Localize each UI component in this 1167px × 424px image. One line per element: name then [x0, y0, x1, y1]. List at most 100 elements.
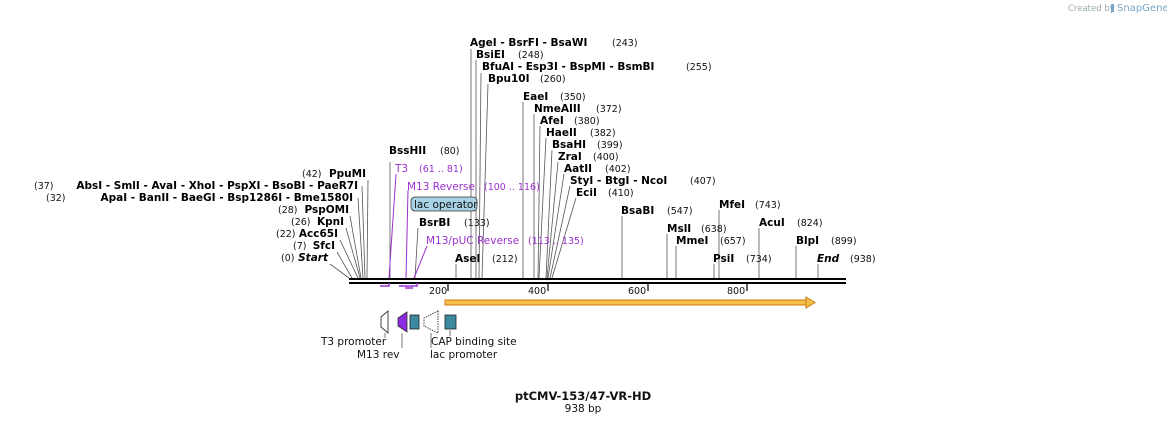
enzyme-position: (734)	[746, 254, 772, 265]
map-title: ptCMV-153/47-VR-HD	[515, 389, 651, 403]
enzyme-label: MfeI	[719, 199, 745, 211]
primer-binding-marks	[380, 283, 418, 289]
enzyme-label: AcuI	[759, 217, 785, 229]
enzyme-position: (938)	[850, 254, 876, 265]
enzyme-label: AseI	[455, 253, 480, 265]
enzyme-position: (260)	[540, 74, 566, 85]
enzyme-position: (255)	[686, 62, 712, 73]
primer-t3-range: (61 .. 81)	[419, 164, 463, 175]
enzyme-position: (243)	[612, 38, 638, 49]
feature-lac-promoter: lac promoter	[430, 349, 498, 361]
feature-m13-rev: M13 rev	[357, 349, 400, 361]
enzyme-position: (372)	[596, 104, 622, 115]
enzyme-position: (80)	[440, 146, 460, 157]
enzyme-label: MmeI	[676, 235, 708, 247]
lac-operator-icon	[409, 314, 420, 330]
enzyme-label: ZraI	[558, 151, 582, 163]
primer-m13puc-reverse-range: (113 .. 135)	[528, 236, 584, 247]
enzyme-position: (42)	[302, 169, 322, 180]
t3-promoter-icon	[380, 310, 389, 334]
enzyme-position: (380)	[574, 116, 600, 127]
enzyme-position: (26)	[291, 217, 311, 228]
m13-rev-icon	[397, 311, 408, 333]
lac-promoter-icon	[423, 310, 439, 334]
enzyme-label: SfcI	[313, 240, 335, 252]
enzyme-position: (133)	[464, 218, 490, 229]
primer-m13puc-reverse-name: M13/pUC Reverse	[426, 235, 519, 247]
enzyme-label: BlpI	[796, 235, 819, 247]
feature-cap-binding-site: CAP binding site	[431, 336, 517, 348]
tick-200: 200	[429, 286, 447, 297]
enzyme-labels: AgeI - BsrFI - BsaWI (243) BsiEI (248)BfuAI…	[34, 37, 876, 265]
enzyme-label: KpnI	[317, 216, 344, 228]
enzyme-label: Start	[298, 252, 329, 264]
feature-leader-lines	[384, 330, 451, 348]
enzyme-position: (382)	[590, 128, 616, 139]
enzyme-label: BsaBI	[621, 205, 654, 217]
enzyme-label: AbsI - SmlI - AvaI - XhoI - PspXI - BsoB…	[76, 180, 358, 192]
enzyme-label: Acc65I	[299, 228, 338, 240]
enzyme-position: (350)	[560, 92, 586, 103]
svg-text:lac operator: lac operator	[414, 199, 478, 211]
enzyme-label: EaeI	[523, 91, 548, 103]
enzyme-position: (22)	[276, 229, 296, 240]
enzyme-label: AfeI	[540, 115, 564, 127]
enzyme-position: (547)	[667, 206, 693, 217]
enzyme-position: (212)	[492, 254, 518, 265]
enzyme-position: (402)	[605, 164, 631, 175]
enzyme-label: NmeAIII	[534, 103, 581, 115]
enzyme-position: (7)	[293, 241, 306, 252]
enzyme-label: Bpu10I	[488, 73, 530, 85]
primer-labels: T3 (61 .. 81) M13 Reverse (100 .. 116) M…	[394, 163, 584, 247]
enzyme-label: BsiEI	[476, 49, 505, 61]
enzyme-label: AgeI - BsrFI - BsaWI	[470, 37, 587, 49]
enzyme-position: (248)	[518, 50, 544, 61]
enzyme-position: (410)	[608, 188, 634, 199]
enzyme-label: PsiI	[713, 253, 734, 265]
enzyme-label: PpuMI	[329, 168, 366, 180]
enzyme-label: HaeII	[546, 127, 577, 139]
enzyme-label: EciI	[576, 187, 597, 199]
map-length: 938 bp	[565, 403, 602, 415]
enzyme-position: (37)	[34, 181, 54, 192]
tick-800: 800	[727, 286, 745, 297]
snapgene-logo-icon	[1111, 4, 1114, 12]
primer-m13-reverse-name: M13 Reverse	[407, 181, 475, 193]
enzyme-position: (743)	[755, 200, 781, 211]
primer-leader-lines	[388, 173, 428, 279]
enzyme-label: PspOMI	[304, 204, 349, 216]
enzyme-position: (400)	[593, 152, 619, 163]
primer-m13-reverse-range: (100 .. 116)	[484, 182, 540, 193]
enzyme-position: (657)	[720, 236, 746, 247]
enzyme-position: (28)	[278, 205, 298, 216]
enzyme-label: BssHII	[389, 145, 426, 157]
enzyme-label: BfuAI - Esp3I - BspMI - BsmBI	[482, 61, 654, 73]
enzyme-position: (0)	[281, 253, 294, 264]
feature-labels: T3 promoter M13 rev lac promoter CAP bin…	[320, 336, 517, 361]
enzyme-label: End	[817, 253, 840, 265]
scale-ticks	[447, 284, 748, 291]
orf-arrow	[444, 296, 816, 309]
enzyme-position: (32)	[46, 193, 66, 204]
enzyme-label: AatII	[564, 163, 592, 175]
tick-400: 400	[528, 286, 546, 297]
tick-600: 600	[628, 286, 646, 297]
enzyme-label: MslI	[667, 223, 691, 235]
enzyme-position: (899)	[831, 236, 857, 247]
enzyme-label: ApaI - BanII - BaeGI - Bsp1286I - Bme158…	[100, 192, 353, 204]
enzyme-position: (638)	[701, 224, 727, 235]
credit-prefix: Created by	[1068, 4, 1115, 14]
lac-operator-label: lac operator	[410, 196, 478, 212]
enzyme-position: (407)	[690, 176, 716, 187]
enzyme-label: BsrBI	[419, 217, 450, 229]
enzyme-label: StyI - BtgI - NcoI	[570, 175, 667, 187]
sequence-backbone	[349, 278, 846, 284]
feature-glyphs	[380, 310, 457, 334]
cap-binding-site-icon	[444, 314, 457, 330]
credit-brand: SnapGene	[1117, 3, 1167, 14]
enzyme-position: (824)	[797, 218, 823, 229]
enzyme-position: (399)	[597, 140, 623, 151]
feature-t3-promoter: T3 promoter	[320, 336, 387, 348]
primer-t3-name: T3	[394, 163, 408, 175]
